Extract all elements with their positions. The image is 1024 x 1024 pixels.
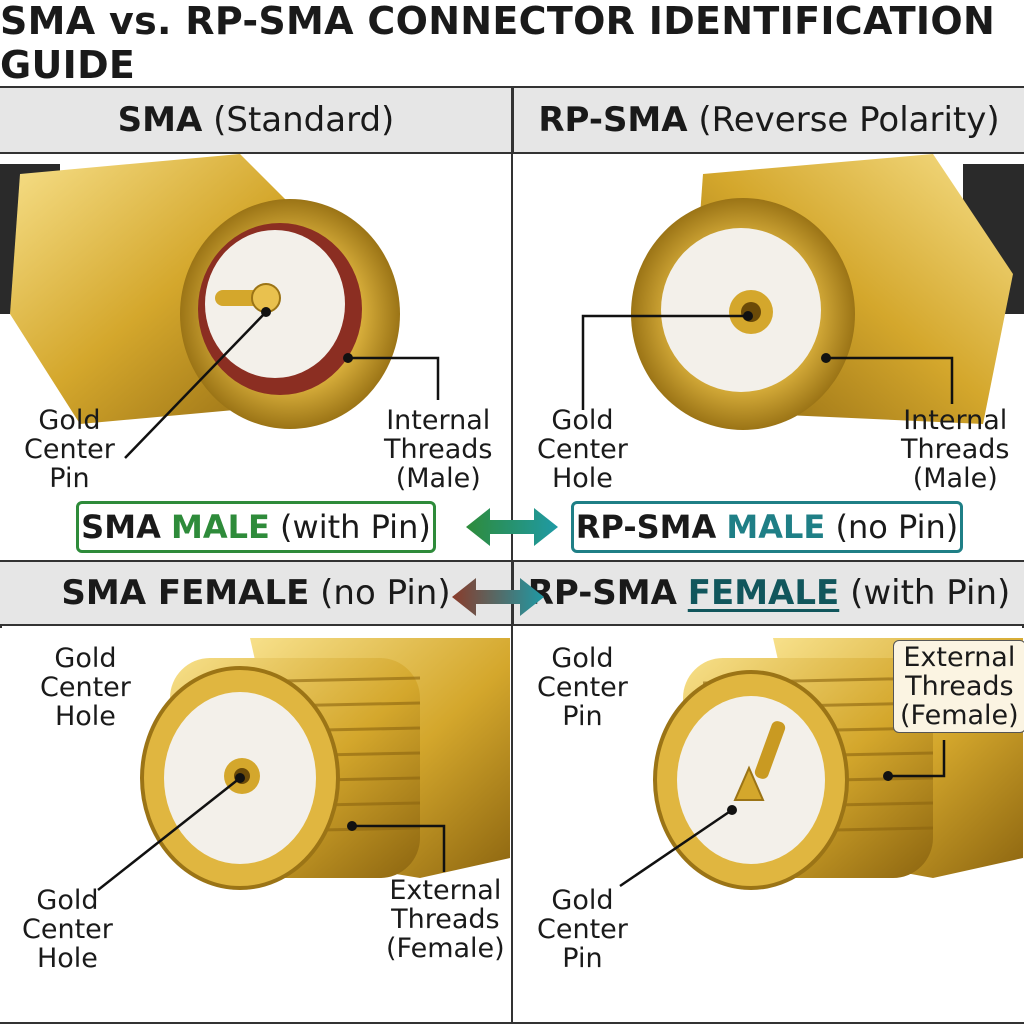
- header-rp-sma-female: RP-SMA FEMALE (with Pin): [512, 562, 1024, 624]
- header-rp-sma-female-highlight: FEMALE: [687, 573, 840, 613]
- header-sma-female-bold: SMA FEMALE: [61, 573, 310, 613]
- sma-male-connector-illustration: [0, 154, 400, 429]
- leader-dot: [821, 353, 831, 363]
- header-rp-sma-female-rest: (with Pin): [850, 573, 1011, 613]
- pin-shaft: [754, 721, 786, 779]
- leader-sma-female-threads: [352, 824, 446, 872]
- leader-sma-male-threads: [348, 356, 440, 400]
- leader-dot: [883, 771, 893, 781]
- sma-male-name-box: SMA MALE (with Pin): [76, 501, 436, 553]
- leader-sma-female-hole: [97, 777, 241, 891]
- column-divider-bottom: [511, 560, 513, 1022]
- header-sma: SMA (Standard): [0, 88, 512, 152]
- leader-rp-sma-female-pin: [619, 808, 733, 888]
- center-pin: [733, 765, 765, 801]
- header-sma-female: SMA FEMALE (no Pin): [0, 562, 512, 624]
- header-rp-sma-rest: (Reverse Polarity): [698, 100, 1000, 140]
- rp-sma-male-connector-illustration: [631, 154, 1024, 430]
- title-bar: SMA vs. RP-SMA CONNECTOR IDENTIFICATION …: [0, 0, 1024, 88]
- rp-sma-male-prefix: RP-SMA: [575, 508, 717, 546]
- header-sma-rest: (Standard): [213, 100, 395, 140]
- sma-male-suffix: (with Pin): [280, 508, 431, 546]
- leader-rp-sma-male-threads: [826, 356, 954, 404]
- sma-male-prefix: SMA: [81, 508, 161, 546]
- leader-dot: [727, 805, 737, 815]
- rp-sma-male-highlight: MALE: [726, 508, 826, 546]
- rp-sma-male-name-box: RP-SMA MALE (no Pin): [571, 501, 963, 553]
- header-rp-sma: RP-SMA (Reverse Polarity): [512, 88, 1024, 152]
- double-arrow-female: [452, 578, 544, 616]
- leader-dot: [343, 353, 353, 363]
- leader-sma-male-pin: [124, 311, 267, 459]
- header-sma-bold: SMA: [117, 100, 203, 140]
- rp-sma-male-suffix: (no Pin): [835, 508, 959, 546]
- header-rp-sma-female-prefix: RP-SMA: [527, 573, 677, 613]
- leader-rp-sma-male-hole: [581, 314, 748, 410]
- header-rp-sma-bold: RP-SMA: [538, 100, 688, 140]
- leader-dot: [743, 311, 753, 321]
- leader-dot: [261, 307, 271, 317]
- sma-male-highlight: MALE: [171, 508, 270, 546]
- column-divider-top: [511, 88, 513, 560]
- header-sma-female-rest: (no Pin): [320, 573, 451, 613]
- double-arrow-male: [466, 508, 558, 546]
- page-title: SMA vs. RP-SMA CONNECTOR IDENTIFICATION …: [0, 0, 996, 87]
- leader-rp-sma-female-threads: [888, 740, 946, 778]
- leader-dot: [347, 821, 357, 831]
- leader-dot: [235, 773, 245, 783]
